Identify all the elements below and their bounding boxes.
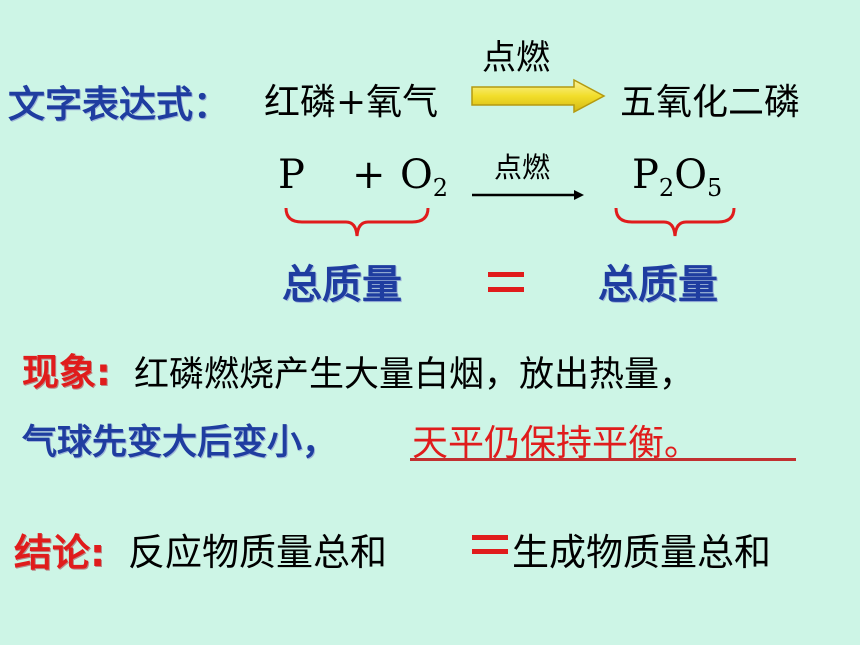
left-brace-icon xyxy=(284,207,430,237)
word-equation-label: 文字表达式： xyxy=(8,83,230,126)
mass-left: 总质量 xyxy=(282,262,402,308)
conclusion-equals-top xyxy=(472,535,508,540)
mass-right: 总质量 xyxy=(598,262,718,308)
yellow-arrow-icon xyxy=(471,78,606,114)
mass-equals-bottom xyxy=(488,287,524,292)
conclusion-left: 反应物质量总和 xyxy=(128,531,387,574)
word-equation-condition: 点燃 xyxy=(482,38,550,78)
conclusion-label: 结论: xyxy=(14,531,106,575)
conclusion-equals-bottom xyxy=(472,549,508,554)
phenomenon-underline xyxy=(410,458,796,461)
formula-condition: 点燃 xyxy=(494,151,551,184)
word-equation-product: 五氧化二磷 xyxy=(620,82,801,123)
right-brace-icon xyxy=(614,207,736,237)
formula-plus: + xyxy=(352,152,386,198)
phenomenon-line2-part1: 气球先变大后变小， xyxy=(22,423,338,463)
word-equation-reactants: 红磷+氧气 xyxy=(264,82,439,123)
phenomenon-line1: 红磷燃烧产生大量白烟，放出热量， xyxy=(134,355,695,395)
formula-reactant-p: P xyxy=(278,152,305,198)
mass-equals-top xyxy=(488,272,524,277)
phenomenon-label: 现象: xyxy=(22,351,111,394)
black-arrow-icon xyxy=(472,190,584,200)
formula-reactant-o2: O2 xyxy=(400,152,449,202)
formula-product-p2o5: P2O5 xyxy=(632,152,723,202)
conclusion-right: 生成物质量总和 xyxy=(512,531,771,574)
phenomenon-line2-part2: 天平仍保持平衡。 xyxy=(412,423,701,464)
